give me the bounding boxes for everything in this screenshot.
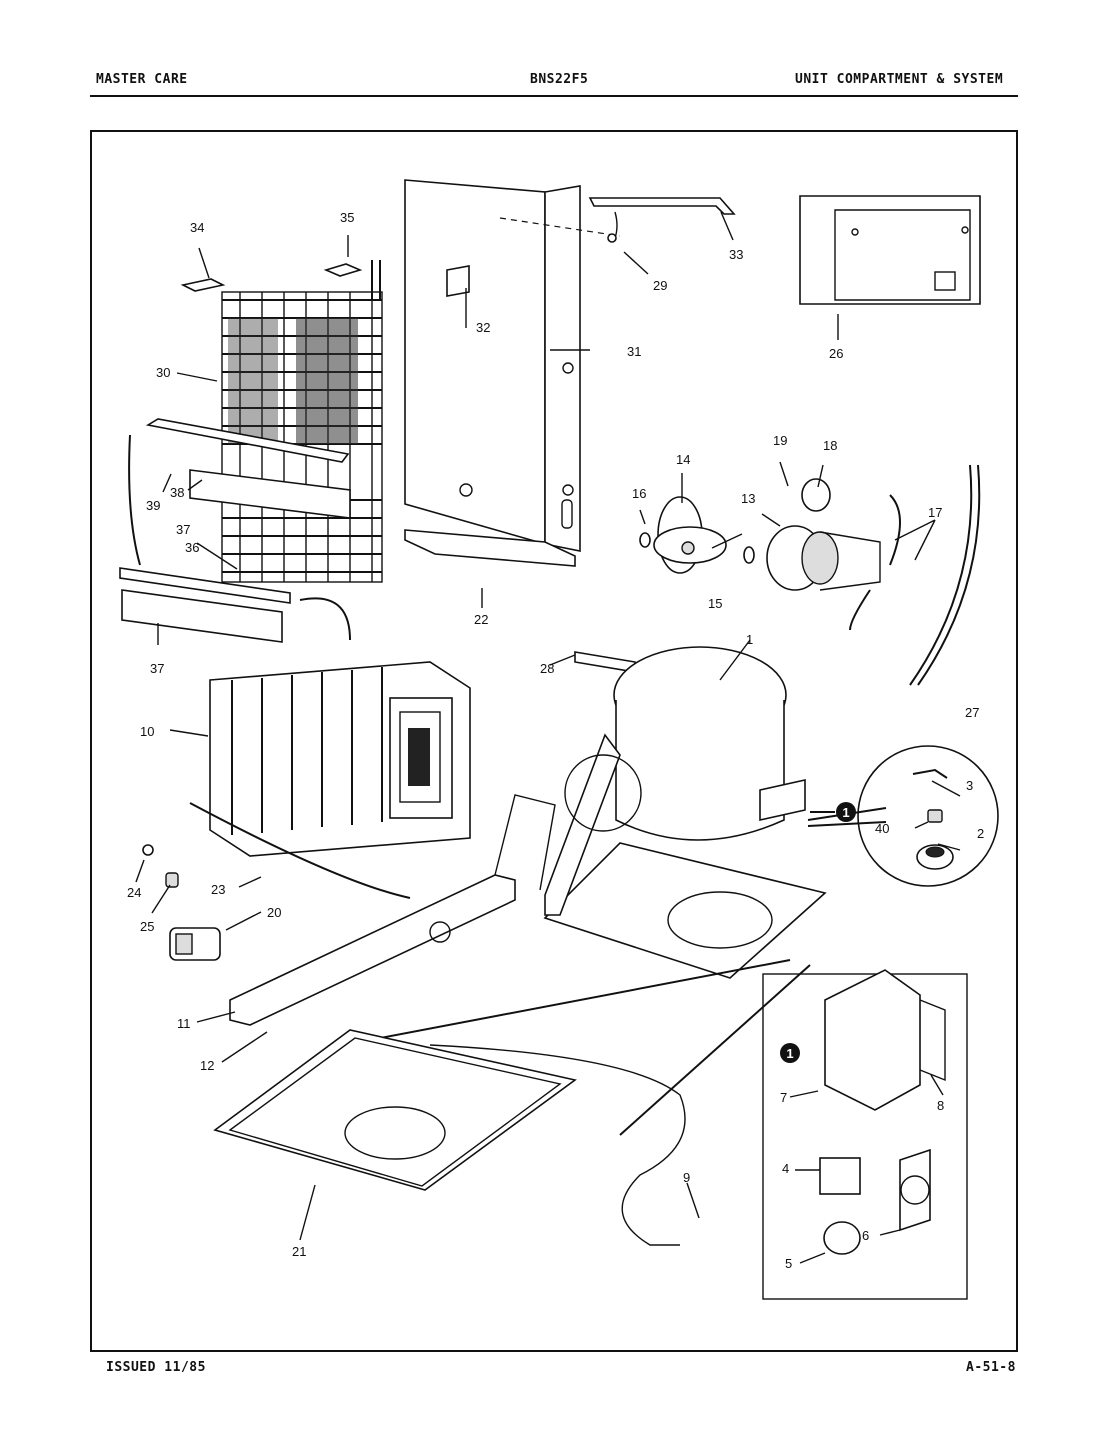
callout-35: 35	[340, 210, 354, 225]
condenser-block-10	[209, 661, 471, 857]
callout-31: 31	[627, 344, 641, 359]
part-35-plate	[323, 263, 363, 277]
callout-28: 28	[540, 661, 554, 676]
callout-34: 34	[190, 220, 204, 235]
header-brand: MASTER CARE	[96, 72, 188, 87]
callout-39: 39	[146, 498, 160, 513]
clip-24	[142, 844, 154, 856]
callout-12: 12	[200, 1058, 214, 1073]
tube-27	[909, 464, 981, 686]
callout-26: 26	[829, 346, 843, 361]
callout-6: 6	[862, 1228, 869, 1243]
tube-heater	[619, 964, 811, 1136]
callout-37-upper: 37	[176, 522, 190, 537]
reference-marker-inset: 1	[780, 1043, 800, 1063]
compressor-base	[543, 733, 827, 979]
defrost-heater-12b	[369, 959, 791, 1041]
callout-19: 19	[773, 433, 787, 448]
callout-40: 40	[875, 821, 889, 836]
callout-3: 3	[966, 778, 973, 793]
rail-11	[229, 794, 556, 1026]
grommet-25	[165, 872, 179, 888]
electrical-cover-26	[799, 195, 981, 305]
callout-18: 18	[823, 438, 837, 453]
callout-21: 21	[292, 1244, 306, 1259]
footer-issue-date: ISSUED 11/85	[106, 1360, 206, 1375]
reference-marker-compressor: 1	[810, 802, 856, 822]
callout-7: 7	[780, 1090, 787, 1105]
part-34-plate	[180, 278, 226, 292]
diagram-frame	[90, 130, 1018, 1352]
compressor-1	[613, 646, 806, 841]
callout-23: 23	[211, 882, 225, 897]
fan-blade-14	[653, 496, 727, 574]
mounting-detail-circle	[807, 745, 999, 887]
callout-1: 1	[746, 632, 753, 647]
header-rule	[90, 95, 1018, 97]
callout-2: 2	[977, 826, 984, 841]
header-model-number: BNS22F5	[530, 72, 589, 87]
drip-tray-22	[404, 529, 576, 567]
callout-16: 16	[632, 486, 646, 501]
power-cord-9	[429, 1044, 686, 1246]
callout-24: 24	[127, 885, 141, 900]
callout-27: 27	[965, 705, 979, 720]
footer-page-code: A-51-8	[966, 1360, 1016, 1375]
callout-36: 36	[185, 540, 199, 555]
callout-13: 13	[741, 491, 755, 506]
callout-9: 9	[683, 1170, 690, 1185]
callout-17: 17	[928, 505, 942, 520]
callout-4: 4	[782, 1161, 789, 1176]
callout-15: 15	[708, 596, 722, 611]
tube-23	[189, 802, 411, 899]
callout-20: 20	[267, 905, 281, 920]
relay-inset-box	[762, 969, 968, 1300]
svg-text:1: 1	[786, 1046, 793, 1061]
callout-38: 38	[170, 485, 184, 500]
callout-33: 33	[729, 247, 743, 262]
callout-8: 8	[937, 1098, 944, 1113]
sensor-29	[607, 233, 617, 243]
drier-28	[574, 651, 636, 673]
callout-10: 10	[140, 724, 154, 739]
callout-32: 32	[476, 320, 490, 335]
drain-pan-21	[213, 1029, 577, 1191]
bracket-33	[588, 197, 736, 215]
nut-16	[639, 532, 651, 548]
callout-30: 30	[156, 365, 170, 380]
part-32-plug	[446, 265, 470, 297]
header-section-title: UNIT COMPARTMENT & SYSTEM	[795, 72, 1004, 87]
callout-37-lower: 37	[150, 661, 164, 676]
callout-14: 14	[676, 452, 690, 467]
callout-5: 5	[785, 1256, 792, 1271]
callout-25: 25	[140, 919, 154, 934]
fan-motor-13	[766, 478, 901, 631]
back-panel	[404, 179, 581, 552]
callout-22: 22	[474, 612, 488, 627]
svg-text:1: 1	[842, 805, 849, 820]
callout-11: 11	[177, 1016, 191, 1031]
washer-15	[743, 546, 755, 564]
timer-20	[169, 927, 221, 961]
condenser-coil	[221, 260, 383, 583]
callout-29: 29	[653, 278, 667, 293]
coil-bracket-assembly	[119, 418, 351, 643]
